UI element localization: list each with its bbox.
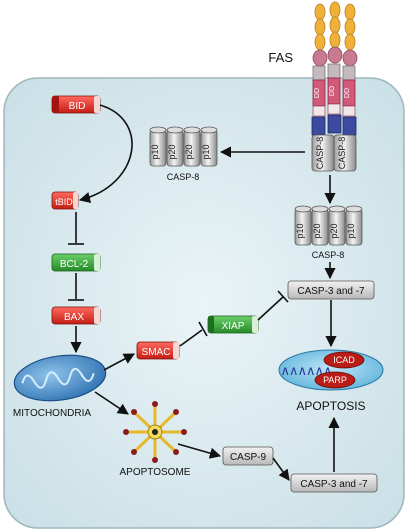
inhibit-xiap-casp37 (257, 290, 289, 321)
apoptosis-label: APOPTOSIS (296, 399, 365, 413)
parp-pill: PARP (314, 371, 356, 389)
tbid-label: tBID (55, 197, 73, 207)
arrow-apoptosome-to-casp9 (177, 443, 222, 459)
bax-pill: BAX (51, 306, 101, 325)
parp-label: PARP (323, 375, 347, 385)
pathway-arrows (70, 104, 340, 481)
bcl2-pill: BCL-2 (51, 253, 101, 272)
xiap-label: XIAP (222, 321, 245, 332)
casp37-top-label: CASP-3 and -7 (297, 286, 365, 297)
arrow-casp9-to-casp37 (272, 457, 290, 481)
xiap-pill: XIAP (207, 315, 259, 334)
casp37-bottom-label: CASP-3 and -7 (300, 479, 368, 490)
casp8-left-subunit-2: p20 (167, 144, 177, 159)
nucleus: ∧∧∧∧∧∧ ICAD PARP (278, 349, 384, 391)
casp8-right-label: CASP-8 (312, 250, 345, 260)
inhibition-lines (68, 212, 289, 347)
mitochondrion-image (13, 354, 107, 402)
mitochondria-label: MITOCHONDRIA (13, 408, 91, 419)
casp8-receptor-label-2: CASP-8 (337, 137, 347, 170)
bcl2-label: BCL-2 (60, 259, 89, 270)
inhibit-bcl2-bax (68, 273, 84, 301)
apoptosome-image (123, 401, 187, 463)
casp8-right-subunit-1: p10 (295, 223, 305, 238)
tbid-pill: tBID (51, 191, 79, 210)
casp8-prodomain: CASP-8 CASP-8 (311, 114, 357, 172)
casp8-right-subunit-4: p10 (346, 223, 356, 238)
bax-label: BAX (64, 312, 84, 323)
dd-label-1: DD (314, 88, 321, 98)
smac-label: SMAC (142, 347, 171, 358)
bid-pill: BID (51, 95, 101, 114)
casp8-left-label: CASP-8 (167, 172, 200, 182)
casp8-right-subunit-2: p20 (312, 223, 322, 238)
inhibit-tbid-bcl2 (68, 212, 84, 245)
icad-label: ICAD (333, 355, 355, 365)
casp8-left-subunit-4: p10 (201, 144, 211, 159)
bid-label: BID (69, 101, 86, 112)
apoptosome-label: APOPTOSOME (120, 467, 191, 478)
fas-label: FAS (268, 50, 293, 65)
casp8-left-subunit-3: p20 (184, 144, 194, 159)
arrow-bid-to-tbid (78, 104, 133, 203)
arrow-mito-to-apoptosome (94, 391, 129, 415)
inhibit-smac-xiap (179, 321, 208, 347)
icad-pill: ICAD (323, 351, 365, 369)
dna-icon: ∧∧∧∧∧∧ (280, 363, 331, 378)
fas-ligand-chains (312, 1, 358, 67)
fas-receptor: FAS DD DD DD CASP-8 (268, 1, 358, 172)
death-domains: DD DD DD (312, 77, 356, 107)
dd-label-2: DD (329, 86, 336, 96)
casp8-left-subunit-1: p10 (150, 144, 160, 159)
casp9-label: CASP-9 (230, 452, 267, 463)
arrow-mito-to-smac (103, 353, 135, 371)
casp9-box: CASP-9 (222, 446, 274, 466)
smac-pill: SMAC (136, 341, 180, 360)
casp8-tetramer-right: p10 p20 p20 p10 CASP-8 (294, 205, 363, 260)
dd-label-3: DD (344, 88, 351, 98)
casp37-top-box: CASP-3 and -7 (287, 280, 375, 300)
casp37-bottom-box: CASP-3 and -7 (290, 473, 378, 493)
casp8-tetramer-left: p10 p20 p20 p10 CASP-8 (149, 126, 218, 182)
casp8-right-subunit-3: p20 (329, 223, 339, 238)
casp8-receptor-label-1: CASP-8 (315, 137, 325, 170)
